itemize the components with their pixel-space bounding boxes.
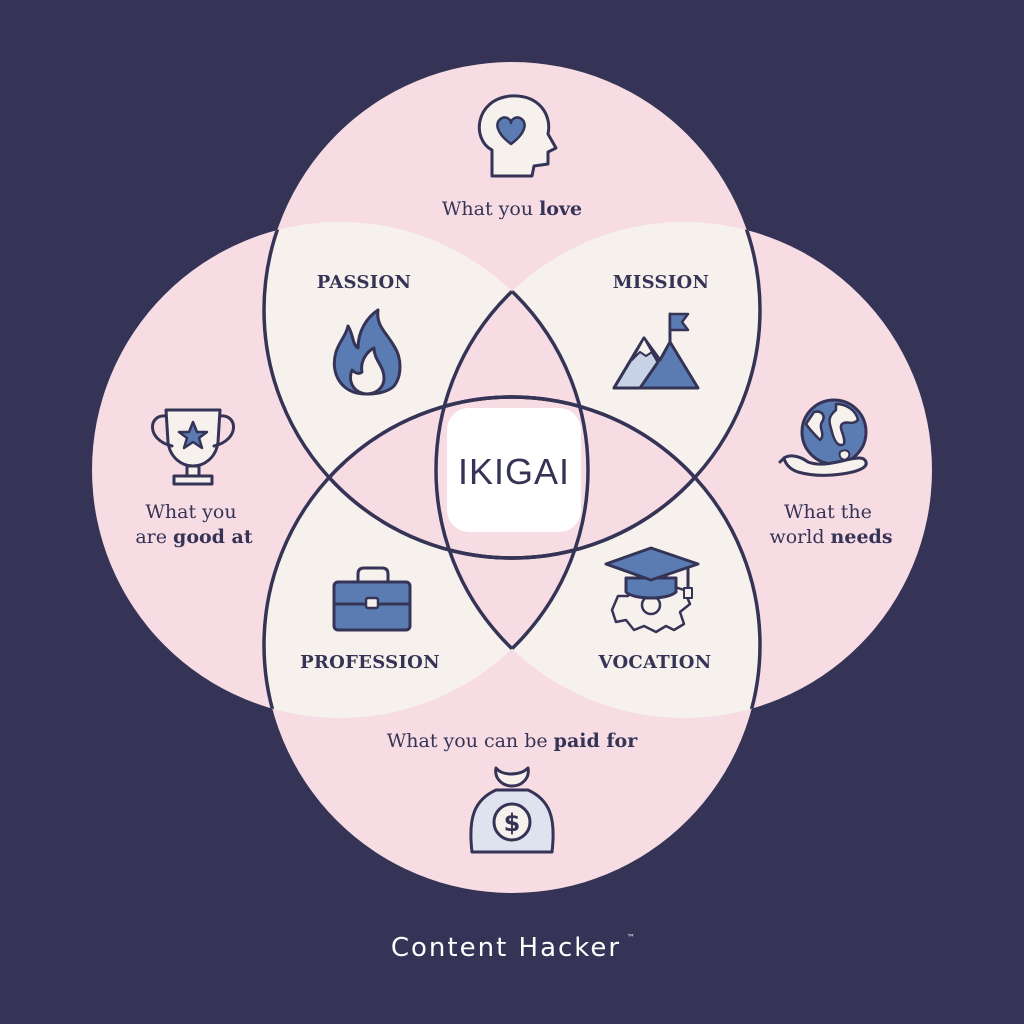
- label-what-you-love: What you love: [442, 198, 582, 220]
- briefcase-icon: [332, 566, 412, 632]
- brand-name: Content Hacker: [391, 933, 621, 963]
- label-vocation: VOCATION: [598, 652, 712, 673]
- ikigai-center-box: [447, 408, 581, 532]
- label-what-you-can-be-paid-for: What you can be paid for: [387, 730, 638, 752]
- circle-outlines: [262, 222, 762, 718]
- head-heart-icon: [477, 94, 558, 178]
- label-profession: PROFESSION: [300, 652, 440, 673]
- ikigai-center: IKIGAI: [447, 408, 581, 532]
- lens-fills: [264, 222, 760, 718]
- mountain-flag-icon: [612, 312, 700, 390]
- label-passion: PASSION: [317, 272, 411, 293]
- svg-text:$: $: [504, 809, 521, 837]
- brand-trademark: ™: [627, 933, 635, 942]
- money-bag-icon: $: [469, 766, 555, 854]
- label-what-you-are-good-at: What you are good at: [135, 501, 253, 548]
- label-what-the-world-needs: What the world needs: [769, 501, 892, 548]
- lens-top-bottom: [264, 397, 760, 558]
- graduation-cap-gear-icon: [604, 546, 700, 634]
- brand-logo: Content Hacker ™: [391, 933, 635, 963]
- trophy-star-icon: [151, 408, 235, 486]
- flame-icon: [332, 308, 402, 396]
- globe-hand-icon: [778, 398, 868, 477]
- ikigai-label: IKIGAI: [458, 451, 570, 492]
- label-mission: MISSION: [613, 272, 710, 293]
